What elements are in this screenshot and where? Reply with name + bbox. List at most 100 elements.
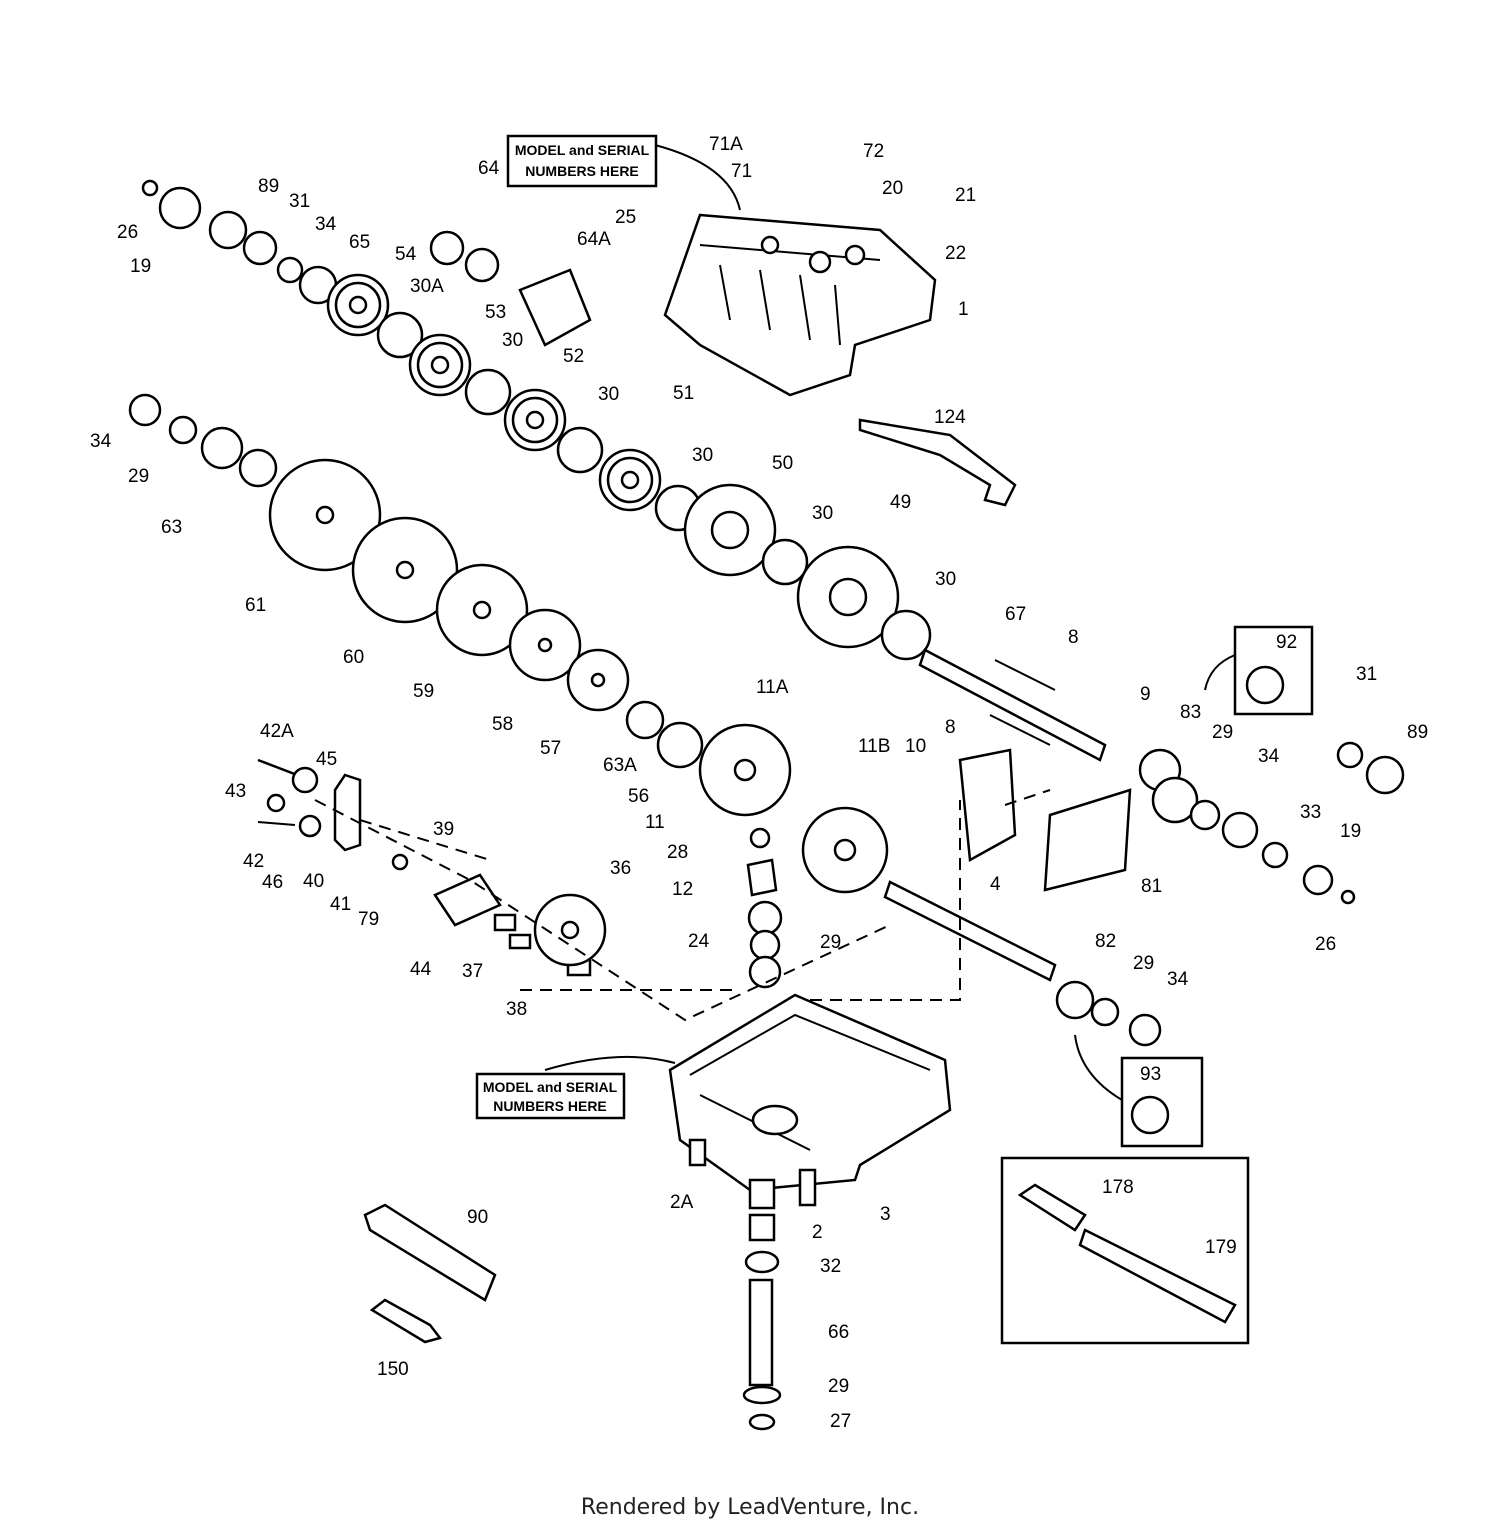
- part-label: 65: [349, 232, 370, 253]
- part-label: 40: [303, 871, 324, 892]
- callout-lower-line2: NUMBERS HERE: [493, 1098, 607, 1114]
- top-gear-row: [141, 179, 932, 661]
- part-label: 79: [358, 909, 379, 930]
- part-label: 9: [1140, 684, 1151, 705]
- part-label: 179: [1205, 1237, 1237, 1258]
- part-label: 61: [245, 595, 266, 616]
- part-label: 54: [395, 244, 417, 265]
- part-label: 59: [413, 681, 434, 702]
- part-label: 30: [692, 445, 713, 466]
- part-label: 4: [990, 874, 1001, 895]
- part-label: 32: [820, 1256, 841, 1277]
- part-label: 66: [828, 1322, 849, 1343]
- part-label: 8: [1068, 627, 1079, 648]
- part-label: 26: [117, 222, 138, 243]
- callout-upper-line2: NUMBERS HERE: [525, 163, 639, 179]
- part-labels: 1 2 2A 3 4 8 8 9 10 11 11A 11B 12 19 19 …: [90, 134, 1428, 1432]
- part-label: 45: [316, 749, 337, 770]
- part-label: 52: [563, 346, 584, 367]
- part-label: 8: [945, 717, 956, 738]
- part-label: 34: [1258, 746, 1280, 767]
- part-label: 34: [1167, 969, 1189, 990]
- part-label: 30: [502, 330, 523, 351]
- part-label: 30A: [410, 276, 444, 297]
- part-label: 38: [506, 999, 527, 1020]
- part-label: 39: [433, 819, 454, 840]
- shafts: [858, 418, 1405, 1047]
- part-label: 10: [905, 736, 926, 757]
- part-label: 42: [243, 851, 264, 872]
- part-label: 30: [598, 384, 619, 405]
- part-label: 26: [1315, 934, 1336, 955]
- part-label: 21: [955, 185, 976, 206]
- part-label: 92: [1276, 632, 1297, 653]
- part-label: 71A: [709, 134, 743, 155]
- shift-linkage: [257, 758, 783, 989]
- part-label: 53: [485, 302, 506, 323]
- part-label: 20: [882, 178, 903, 199]
- part-label: 3: [880, 1204, 891, 1225]
- lower-gear-row: [128, 393, 889, 894]
- arrow-upper: [654, 144, 741, 211]
- part-label: 29: [820, 932, 841, 953]
- part-label: 64A: [577, 229, 611, 250]
- part-label: 42A: [260, 721, 294, 742]
- part-label: 44: [410, 959, 432, 980]
- part-label: 27: [830, 1411, 851, 1432]
- part-label: 1: [958, 299, 969, 320]
- part-label: 43: [225, 781, 246, 802]
- part-label: 63A: [603, 755, 637, 776]
- part-label: 33: [1300, 802, 1321, 823]
- part-label: 31: [1356, 664, 1377, 685]
- part-label: 150: [377, 1359, 409, 1380]
- part-label: 57: [540, 738, 561, 759]
- drawing-layer: MODEL and SERIAL NUMBERS HERE MODEL and …: [128, 134, 1405, 1431]
- arrow-93: [1074, 1034, 1123, 1101]
- part-label: 63: [161, 517, 182, 538]
- part-label: 11B: [858, 736, 890, 757]
- part-label: 29: [1212, 722, 1233, 743]
- part-label: 2A: [670, 1192, 694, 1213]
- part-label: 30: [812, 503, 833, 524]
- arrow-92: [1204, 654, 1236, 691]
- part-label: 60: [343, 647, 364, 668]
- part-label: 89: [1407, 722, 1428, 743]
- part-label: 29: [1133, 953, 1154, 974]
- part-label: 90: [467, 1207, 488, 1228]
- assembly-lines: [314, 789, 1051, 1022]
- callout-box-lower: MODEL and SERIAL NUMBERS HERE: [475, 1072, 626, 1120]
- part-label: 178: [1102, 1177, 1134, 1198]
- callout-box-upper: MODEL and SERIAL NUMBERS HERE: [506, 134, 658, 188]
- part-label: 58: [492, 714, 513, 735]
- part-label: 2: [812, 1222, 823, 1243]
- part-label: 19: [130, 256, 151, 277]
- part-label: 11A: [756, 677, 789, 698]
- part-label: 19: [1340, 821, 1361, 842]
- part-label: 12: [672, 879, 693, 900]
- part-label: 67: [1005, 604, 1026, 625]
- part-label: 31: [289, 191, 310, 212]
- vertical-shaft-stack: [742, 1178, 782, 1431]
- callout-upper-line1: MODEL and SERIAL: [515, 142, 650, 158]
- part-label: 36: [610, 858, 631, 879]
- grease-tubes: [363, 1203, 497, 1344]
- part-label: 41: [330, 894, 351, 915]
- part-label: 11: [645, 812, 665, 833]
- part-label: 71: [731, 161, 752, 182]
- part-label: 22: [945, 243, 966, 264]
- upper-housing: [663, 213, 937, 397]
- part-label: 83: [1180, 702, 1201, 723]
- part-label: 34: [90, 431, 112, 452]
- part-label: 56: [628, 786, 649, 807]
- part-label: 34: [315, 214, 337, 235]
- part-label: 93: [1140, 1064, 1161, 1085]
- part-label: 49: [890, 492, 911, 513]
- part-label: 64: [478, 158, 500, 179]
- part-label: 82: [1095, 931, 1116, 952]
- part-label: 28: [667, 842, 688, 863]
- callout-lower-line1: MODEL and SERIAL: [483, 1079, 618, 1095]
- part-label: 89: [258, 176, 279, 197]
- part-label: 124: [934, 407, 966, 428]
- part-label: 24: [688, 931, 710, 952]
- part-label: 37: [462, 961, 483, 982]
